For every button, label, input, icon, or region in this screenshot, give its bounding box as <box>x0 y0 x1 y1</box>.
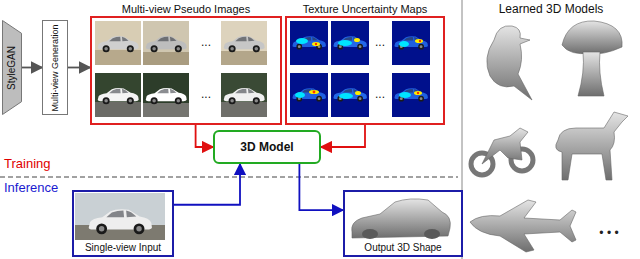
pseudo-images-part <box>143 103 189 117</box>
uncertainty-maps-part <box>296 38 308 44</box>
flow-arrow <box>321 125 365 147</box>
pseudo-images-part <box>143 21 189 65</box>
single-view-photo-part <box>89 209 152 234</box>
node-label: Texture Uncertainty Maps <box>285 2 445 16</box>
node-label: Multi-view Pseudo Images <box>90 2 282 16</box>
uncertainty-maps-part <box>309 90 319 94</box>
node-label: 3D Model <box>240 140 293 154</box>
flow-arrow <box>196 125 213 147</box>
ellipsis: ... <box>192 35 220 49</box>
uncertainty-maps-part <box>331 73 369 117</box>
output-box: Output 3D Shape <box>343 190 463 257</box>
node-label: StyleGAN <box>7 23 17 112</box>
flow-arrow <box>68 67 90 69</box>
uncertainty-maps-part <box>355 91 361 95</box>
panel-border <box>285 16 445 125</box>
uncertainty-maps-part <box>415 39 423 43</box>
learned-models-part <box>562 21 622 54</box>
pseudo-images-part <box>98 36 139 52</box>
uncertainty-maps-part <box>290 73 328 117</box>
uncertainty-maps-part <box>331 21 369 65</box>
uncertainty-maps-part <box>315 43 317 45</box>
uncertainty-maps-part <box>394 36 427 49</box>
trapezoid-shape <box>3 21 22 115</box>
phase-label: Training <box>4 157 50 171</box>
pseudo-images-part <box>221 51 267 65</box>
pseudo-images-part <box>95 102 141 117</box>
single-view-photo-part <box>75 193 165 240</box>
single-view-photo <box>75 193 165 240</box>
uncertainty-maps-part <box>392 73 430 117</box>
panel-title: Learned 3D Models <box>466 2 636 16</box>
generator-block: StyleGAN <box>2 20 22 115</box>
uncertainty-maps-part <box>290 21 328 65</box>
uncertainty-maps-part <box>292 88 325 101</box>
output-shape-part <box>424 229 440 239</box>
learned-models <box>470 21 628 252</box>
pseudo-images <box>95 21 267 117</box>
ellipsis: ... <box>192 87 220 101</box>
ellipsis: • • • <box>584 226 634 240</box>
uncertainty-maps-part <box>399 92 411 98</box>
pseudo-images-part <box>146 88 187 104</box>
uncertainty-maps-part <box>414 91 422 95</box>
pseudo-images-part <box>146 36 187 52</box>
node-label: Multi-view Generation <box>50 23 60 112</box>
pseudo-images-part <box>143 73 189 117</box>
uncertainty-maps-part <box>354 38 360 42</box>
model-box: 3D Model <box>213 130 321 164</box>
output-shape-part <box>362 229 378 239</box>
image-panel: Multi-view Pseudo Images <box>90 2 282 125</box>
train-infer-divider <box>0 177 458 178</box>
pseudo-images-part <box>224 36 265 52</box>
node-label: Output 3D Shape <box>345 242 461 254</box>
output-shape-part <box>352 199 451 238</box>
panel-border <box>90 16 282 125</box>
learned-models-part <box>556 112 628 180</box>
pseudo-images-part <box>98 88 139 104</box>
uncertainty-maps-part <box>339 93 353 99</box>
pseudo-images-part <box>143 52 189 65</box>
uncertainty-maps-part <box>312 42 320 46</box>
uncertainty-maps-part <box>295 92 305 98</box>
uncertainty-maps-part <box>338 40 352 46</box>
pseudo-images-part <box>221 21 267 65</box>
pseudo-images-part <box>224 88 265 104</box>
pseudo-images-part <box>221 102 267 117</box>
output-shape <box>352 199 451 239</box>
pseudo-images-part <box>95 73 141 117</box>
learned-models-part <box>487 26 532 100</box>
uncertainty-maps-part <box>313 91 316 94</box>
input-box: Single-view Input <box>72 190 174 257</box>
uncertainty-maps-part <box>394 88 427 101</box>
flow-arrow <box>174 164 240 205</box>
ellipsis: ... <box>368 35 392 49</box>
pseudo-images-part <box>95 50 141 65</box>
phase-label: Inference <box>4 181 58 195</box>
pseudo-images-part <box>95 21 141 65</box>
uncertainty-maps-part <box>292 36 325 49</box>
node-label: Single-view Input <box>74 242 172 254</box>
uncertainty-maps-part <box>392 21 430 65</box>
flow-arrow <box>22 67 42 69</box>
map-panel: Texture Uncertainty Maps <box>285 2 445 125</box>
flow-arrow <box>299 164 343 210</box>
process-box: Multi-view Generation <box>42 20 68 115</box>
ellipsis: ... <box>368 87 392 101</box>
pseudo-images-part <box>221 73 267 117</box>
learned-models-part <box>578 52 604 96</box>
learned-models-part <box>470 200 576 252</box>
learned-models-part <box>482 128 528 164</box>
uncertainty-maps-part <box>417 92 419 94</box>
uncertainty-maps <box>290 21 430 117</box>
uncertainty-maps-part <box>333 36 366 49</box>
uncertainty-maps-part <box>419 40 421 42</box>
uncertainty-maps-part <box>333 88 366 101</box>
uncertainty-maps-part <box>399 41 409 47</box>
